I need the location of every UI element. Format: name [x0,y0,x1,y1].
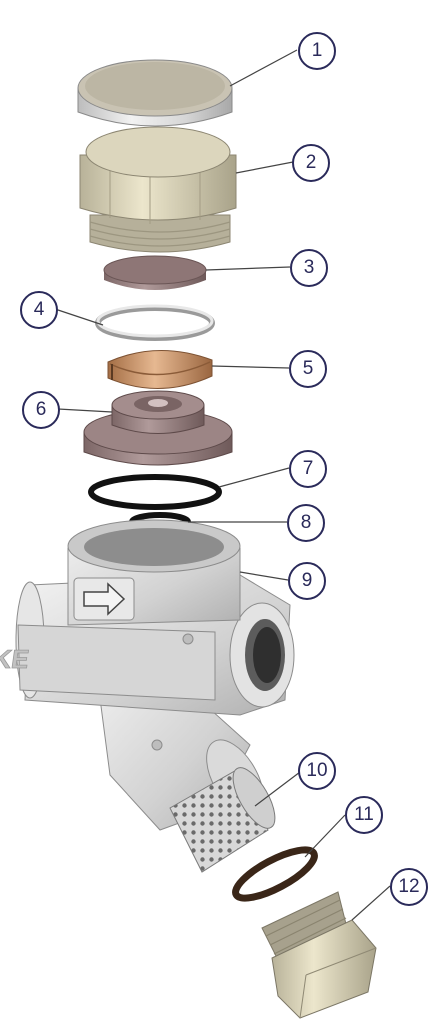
part-ring [95,304,215,341]
callout-2-label: 2 [305,152,317,173]
leader-3 [205,266,291,271]
callout-8: 8 [287,504,325,542]
callout-2: 2 [292,144,330,182]
callout-6-label: 6 [35,399,47,420]
brand-mark: ARI-KE [0,644,31,674]
leader-lines [54,49,391,921]
callout-12-label: 12 [398,876,420,897]
leader-11 [304,814,346,858]
leader-6 [57,408,113,413]
callout-5: 5 [289,350,327,388]
part-valve-seat [83,390,233,466]
leader-1 [229,49,298,87]
part-gasket-plug [232,846,318,902]
callout-9: 9 [288,562,326,600]
callout-5-label: 5 [302,358,314,379]
leader-7 [218,467,290,488]
part-cap [77,59,233,127]
callout-10: 10 [298,752,336,790]
callout-4-label: 4 [33,299,45,320]
callout-1: 1 [298,32,336,70]
part-strainer-screen [169,767,276,873]
callout-3-label: 3 [303,257,315,278]
part-disc [103,255,207,290]
callout-11-label: 11 [354,804,374,825]
callout-7: 7 [289,450,327,488]
leader-5 [211,365,290,369]
callout-10-label: 10 [306,760,328,781]
callout-11: 11 [345,796,383,834]
leader-9 [239,571,289,581]
callout-7-label: 7 [302,458,314,479]
part-cover-nut [79,126,237,253]
callout-4: 4 [20,291,58,329]
leader-2 [235,161,294,174]
callout-3: 3 [290,249,328,287]
part-gasket-large [88,474,222,510]
part-valve-body: ARI-KE [0,519,295,831]
callout-9-label: 9 [301,570,313,591]
callout-6: 6 [22,391,60,429]
callout-8-label: 8 [300,512,312,533]
leader-10 [254,771,301,807]
part-split-ring [107,349,213,389]
part-plug [261,891,377,1019]
leader-12 [351,885,391,921]
callout-1-label: 1 [311,40,323,61]
leader-4 [54,308,104,326]
callout-12: 12 [390,868,428,906]
